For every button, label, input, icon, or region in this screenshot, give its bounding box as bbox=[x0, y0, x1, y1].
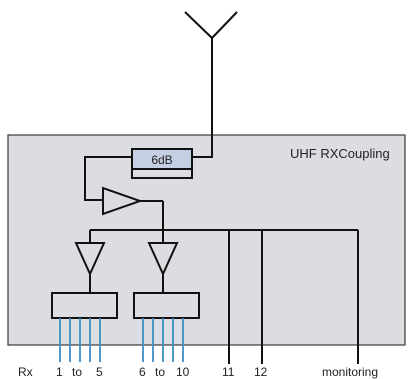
group2-start-label: 6 bbox=[139, 365, 146, 379]
group2-end-label: 10 bbox=[176, 365, 190, 379]
antenna-icon bbox=[184, 11, 238, 148]
amp-to-splitter-lines bbox=[89, 274, 164, 293]
attenuator-6db: 6dB bbox=[131, 148, 193, 170]
group1-start-label: 1 bbox=[56, 365, 63, 379]
branch-amplifier-2 bbox=[147, 242, 179, 277]
attenuator-bypass-line bbox=[84, 156, 193, 201]
diagram-title: UHF RXCoupling bbox=[290, 146, 390, 161]
group1-to-label: to bbox=[72, 365, 82, 379]
output-12-label: 12 bbox=[254, 365, 268, 379]
group2-to-label: to bbox=[155, 365, 165, 379]
splitter-2-outputs bbox=[142, 318, 184, 362]
branch-amplifier-1 bbox=[74, 242, 106, 277]
rx-label: Rx bbox=[18, 365, 33, 379]
amplifier-icon bbox=[102, 186, 144, 216]
attenuator-label: 6dB bbox=[151, 153, 172, 167]
group1-end-label: 5 bbox=[96, 365, 103, 379]
monitoring-label: monitoring bbox=[322, 365, 378, 379]
splitter-1-outputs bbox=[59, 318, 101, 362]
output-11-label: 11 bbox=[222, 365, 235, 379]
feed-line bbox=[193, 148, 213, 158]
splitter-icon bbox=[51, 292, 118, 319]
distribution-lines bbox=[89, 200, 359, 364]
splitter-2 bbox=[133, 292, 200, 319]
